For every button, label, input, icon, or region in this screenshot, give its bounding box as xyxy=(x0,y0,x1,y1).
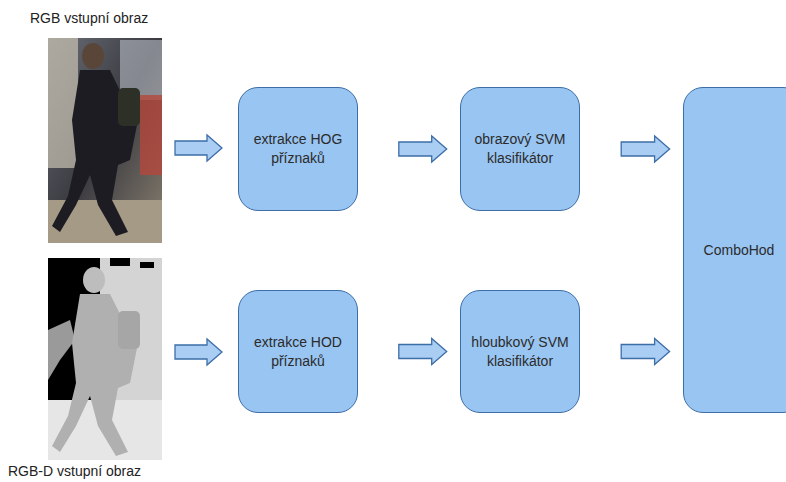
block-arrow xyxy=(175,339,222,365)
box-text: ComboHod xyxy=(704,241,775,260)
process-box: extrakce HOG příznaků xyxy=(238,87,358,211)
depth-image xyxy=(48,258,162,460)
rgb-photo xyxy=(48,38,162,243)
image-caption: RGB-D vstupní obraz xyxy=(8,463,141,480)
box-text: hloubkový SVM klasifikátor xyxy=(471,333,569,371)
block-arrow xyxy=(399,339,447,365)
image-caption: RGB vstupní obraz xyxy=(30,10,148,27)
block-arrow xyxy=(621,136,669,162)
block-arrow xyxy=(175,135,222,161)
process-box: hloubkový SVM klasifikátor xyxy=(460,290,580,413)
process-box: extrakce HOD příznaků xyxy=(238,290,358,413)
box-text: extrakce HOG příznaků xyxy=(249,130,347,168)
process-box: ComboHod xyxy=(683,87,786,413)
block-arrow xyxy=(399,136,447,162)
process-box: obrazový SVM klasifikátor xyxy=(460,87,580,211)
box-text: extrakce HOD příznaků xyxy=(249,333,347,371)
block-arrow xyxy=(621,339,669,365)
box-text: obrazový SVM klasifikátor xyxy=(471,130,569,168)
